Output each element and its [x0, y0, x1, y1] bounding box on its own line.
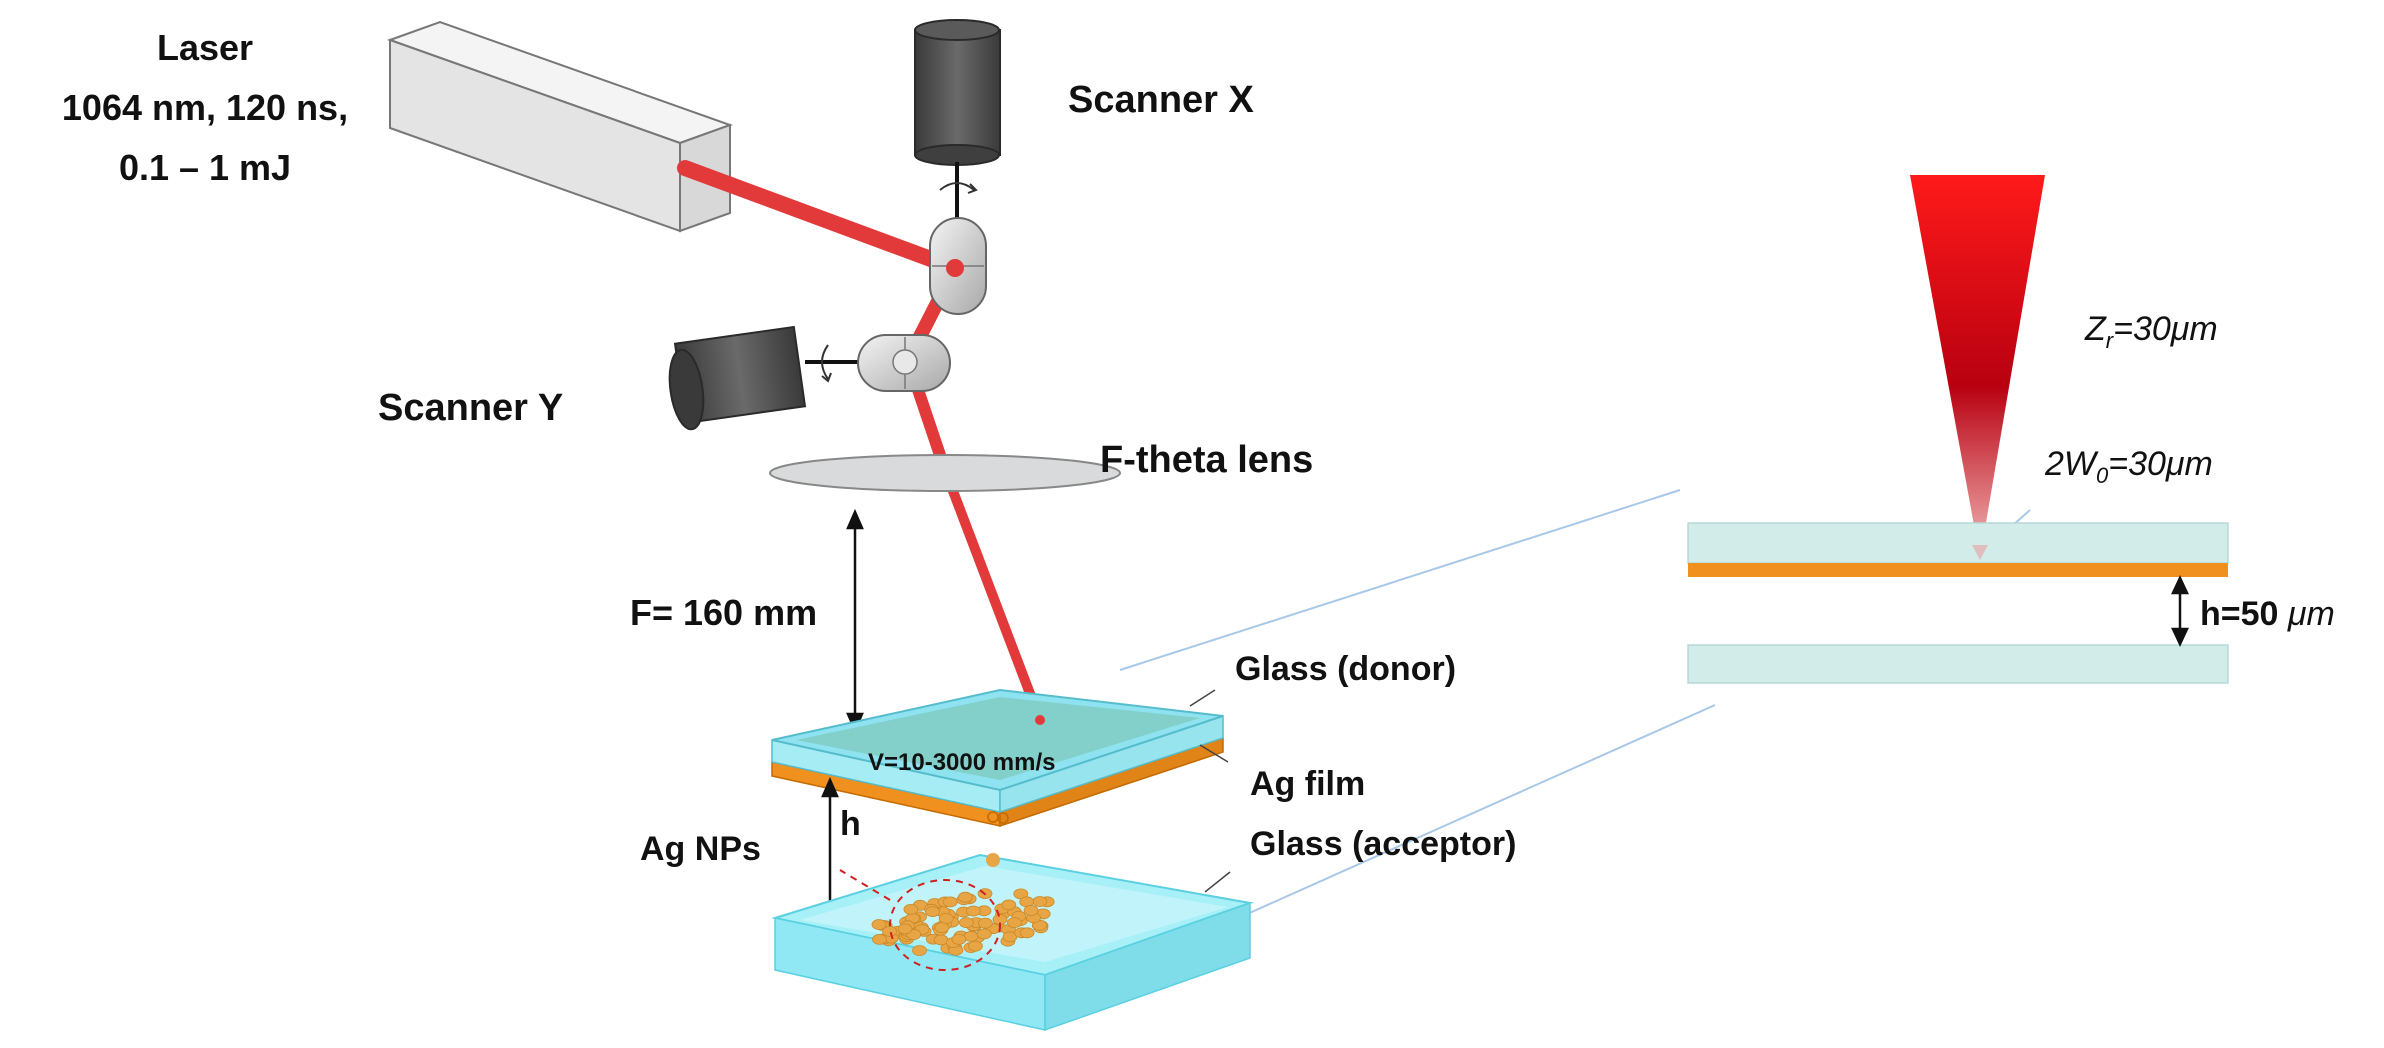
nanoparticle	[933, 934, 949, 946]
beam-waist-label: 2W0=30μm	[2044, 445, 2213, 488]
nanoparticle	[934, 922, 950, 933]
nanoparticle	[959, 917, 974, 928]
nanoparticle	[1032, 896, 1048, 907]
laser-box	[387, 20, 733, 233]
f-theta-lens	[769, 454, 1121, 492]
inset-glass-acceptor	[1687, 644, 2229, 684]
nanoparticle	[872, 934, 887, 945]
focal-length-arrow	[846, 508, 864, 734]
nanoparticle	[925, 906, 940, 917]
nanoparticle	[957, 891, 973, 903]
rotation-arrow-x-icon	[939, 182, 975, 191]
laser-label: Laser 1064 nm, 120 ns, 0.1 – 1 mJ	[62, 27, 348, 188]
nanoparticle-zoom-ring	[839, 869, 1001, 971]
falling-droplet	[986, 853, 1000, 867]
laser-spec-2: 0.1 – 1 mJ	[119, 147, 291, 188]
focused-beam-cone	[1910, 175, 2045, 558]
donor-assembly	[771, 688, 1224, 828]
zoom-line-upper	[1119, 489, 1681, 671]
rayleigh-length-label: Zr=30μm	[2084, 310, 2218, 353]
laser-title: Laser	[157, 27, 253, 68]
rotation-arrow-y-icon	[821, 344, 829, 380]
leader-lines	[1189, 689, 1231, 893]
nanoparticle	[966, 905, 981, 917]
f-theta-lens-label: F-theta lens	[1100, 439, 1313, 481]
scanner-y-motor	[668, 325, 860, 431]
nanoparticle	[1023, 905, 1039, 916]
laser-spec-1: 1064 nm, 120 ns,	[62, 87, 348, 128]
nanoparticle	[1019, 927, 1035, 939]
nanoparticle	[912, 945, 927, 956]
nanoparticle	[942, 896, 958, 908]
zoom-guide-lines	[1119, 489, 1716, 916]
scan-velocity-label: V=10-3000 mm/s	[868, 749, 1055, 776]
nanoparticle	[1007, 917, 1022, 928]
zoom-line-lower	[1244, 704, 1716, 916]
nanoparticle	[976, 928, 992, 940]
nanoparticle	[1001, 899, 1017, 911]
deposited-nanoparticles	[871, 888, 1055, 956]
gap-h-label: h	[840, 805, 861, 843]
scanner-x-motor	[914, 19, 1001, 222]
nanoparticle	[978, 917, 993, 929]
nanoparticle	[903, 904, 919, 915]
nanoparticle	[897, 923, 913, 935]
beam-segment-laser-to-mirror-x	[677, 160, 963, 276]
inset-gap-label: h=50 μm	[2200, 595, 2335, 633]
scanner-x-label: Scanner X	[1068, 79, 1255, 121]
scanner-y-label: Scanner Y	[378, 387, 563, 429]
inset-layers	[1687, 522, 2229, 684]
nanoparticle	[951, 934, 967, 945]
scanner-y-mirror	[857, 334, 951, 392]
inset-gap-arrow	[2171, 575, 2189, 647]
glass-donor-label: Glass (donor)	[1235, 650, 1456, 688]
ag-nps-label: Ag NPs	[640, 830, 761, 868]
nanoparticle	[871, 919, 887, 930]
glass-acceptor-label: Glass (acceptor)	[1250, 825, 1516, 863]
nanoparticle	[938, 913, 954, 924]
inset-ag-film	[1688, 563, 2228, 577]
nanoparticle	[968, 940, 983, 952]
inset-glass-donor	[1687, 522, 2229, 564]
ag-film-label: Ag film	[1250, 765, 1365, 803]
focal-length-label: F= 160 mm	[630, 592, 817, 633]
beam-segment-lens-to-sample	[940, 465, 1045, 725]
nanoparticle	[882, 926, 897, 937]
